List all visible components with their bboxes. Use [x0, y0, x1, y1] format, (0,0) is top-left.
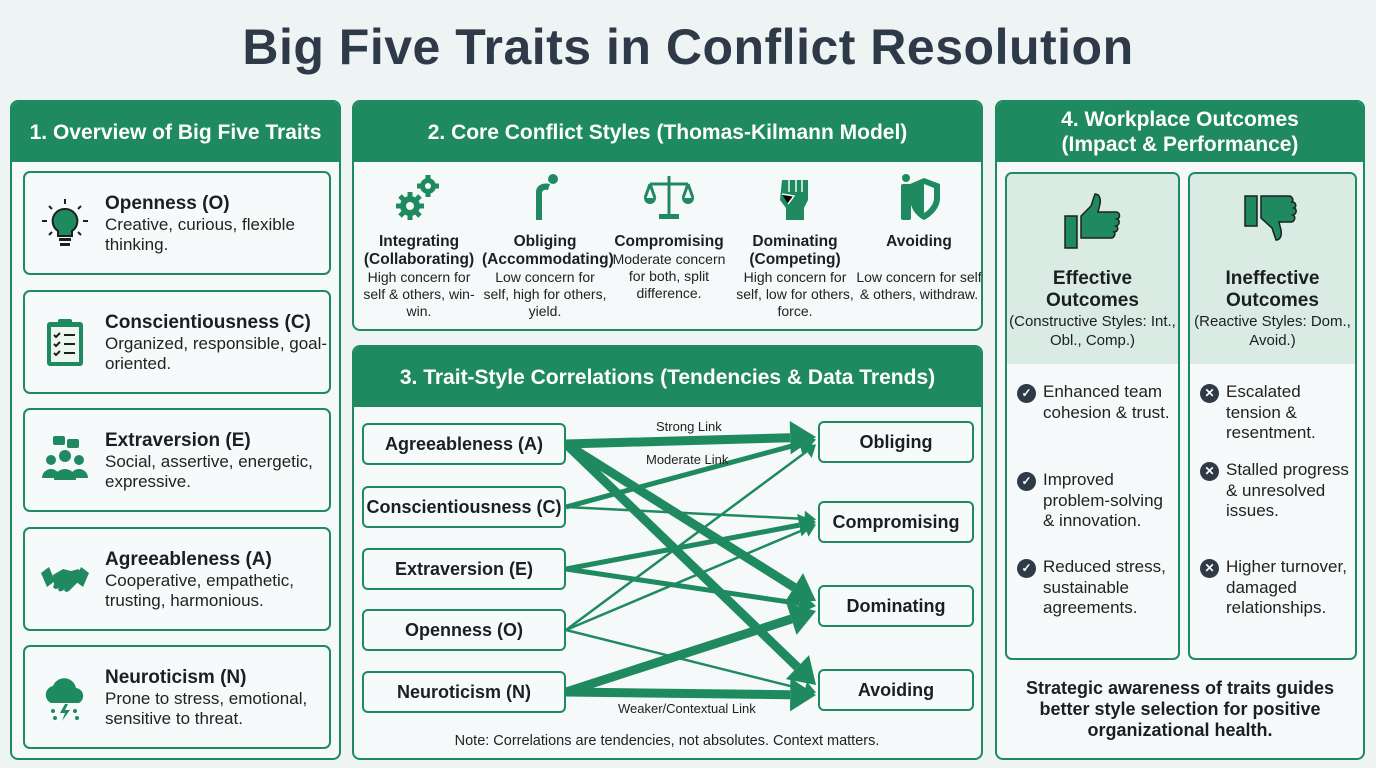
strong-link-label: Strong Link	[656, 419, 722, 434]
style-node-dominating: Dominating	[818, 585, 974, 627]
style-name: Integrating (Collaborating)	[363, 233, 475, 268]
outcome-item: ✕Escalated tension & resentment.	[1200, 382, 1355, 444]
trait-name: Agreeableness (A)	[105, 549, 272, 570]
trait-card-agreeableness: Agreeableness (A) Cooperative, empatheti…	[23, 527, 331, 631]
outcome-item: ✕Higher turnover, damaged relationships.	[1200, 557, 1355, 619]
trait-name: Extraversion (E)	[105, 430, 251, 451]
x-circle-icon: ✕	[1200, 462, 1219, 481]
trait-node-agreeableness: Agreeableness (A)	[362, 423, 566, 465]
panel-header: 4. Workplace Outcomes(Impact & Performan…	[997, 102, 1363, 162]
person-shield-icon	[901, 174, 940, 220]
card-title: Effective Outcomes	[1046, 268, 1139, 311]
panel-header: 1. Overview of Big Five Traits	[12, 102, 339, 162]
moderate-link-label: Moderate Link	[646, 452, 729, 467]
style-obliging: Obliging (Accommodating) Low concern for…	[482, 172, 614, 320]
style-compromising: Compromising Moderate concern for both, …	[606, 172, 732, 302]
storm-cloud-icon	[45, 678, 84, 721]
trait-description: Cooperative, empathetic, trusting, harmo…	[105, 571, 294, 610]
card-subtitle: (Reactive Styles: Dom., Avoid.)	[1194, 313, 1351, 349]
style-integrating: Integrating (Collaborating) High concern…	[356, 172, 482, 320]
effective-outcomes-card: Effective Outcomes (Constructive Styles:…	[1005, 172, 1180, 660]
page-title: Big Five Traits in Conflict Resolution	[242, 19, 1134, 75]
people-chat-icon	[42, 436, 88, 480]
trait-card-extraversion: Extraversion (E) Social, assertive, ener…	[23, 408, 331, 512]
style-name: Dominating (Competing)	[749, 233, 841, 268]
x-circle-icon: ✕	[1200, 384, 1219, 403]
arrow-openness-to-avoiding	[565, 628, 816, 698]
x-circle-icon: ✕	[1200, 559, 1219, 578]
style-name: Obliging (Accommodating)	[482, 233, 614, 268]
arrow-conscientiousness-to-obliging	[565, 432, 816, 510]
scales-icon	[643, 176, 695, 219]
arrow-agreeableness-to-dominating	[563, 440, 816, 602]
panel-trait-overview: 1. Overview of Big Five Traits Openness …	[10, 100, 341, 760]
check-circle-icon: ✓	[1017, 472, 1036, 491]
bowing-person-icon	[536, 174, 558, 220]
panel-header: 3. Trait-Style Correlations (Tendencies …	[354, 347, 981, 407]
header-line-2: (Impact & Performance)	[1061, 133, 1299, 156]
outcome-item: ✓Reduced stress, sustainable agreements.	[1017, 557, 1177, 619]
style-description: Moderate concern for both, split differe…	[612, 251, 726, 301]
card-subtitle: (Constructive Styles: Int., Obl., Comp.)	[1009, 313, 1176, 349]
arrow-neuroticism-to-avoiding	[565, 677, 816, 712]
panel-conflict-styles: 2. Core Conflict Styles (Thomas-Kilmann …	[352, 100, 983, 331]
card-title: Ineffective Outcomes	[1225, 268, 1320, 311]
panel-header: 2. Core Conflict Styles (Thomas-Kilmann …	[354, 102, 981, 162]
trait-name: Neuroticism (N)	[105, 667, 247, 688]
gears-icon	[396, 175, 439, 220]
trait-description: Social, assertive, energetic, expressive…	[105, 452, 313, 491]
style-node-obliging: Obliging	[818, 421, 974, 463]
arrow-openness-to-obliging	[565, 444, 816, 632]
check-circle-icon: ✓	[1017, 384, 1036, 403]
trait-name: Conscientiousness (C)	[105, 312, 311, 333]
trait-description: Organized, responsible, goal-oriented.	[105, 334, 328, 373]
lightbulb-icon	[42, 199, 88, 246]
outcome-item: ✓Enhanced team cohesion & trust.	[1017, 382, 1177, 423]
style-description: Low concern for self, high for others, y…	[483, 269, 607, 319]
style-description: Low concern for self & others, withdraw.	[856, 269, 982, 302]
trait-description: Prone to stress, emotional, sensitive to…	[105, 689, 308, 728]
fist-icon	[780, 180, 808, 220]
style-name: Avoiding	[886, 233, 952, 250]
outcome-item: ✓Improved problem-solving & innovation.	[1017, 470, 1177, 532]
trait-card-openness: Openness (O) Creative, curious, flexible…	[23, 171, 331, 275]
trait-card-conscientiousness: Conscientiousness (C) Organized, respons…	[23, 290, 331, 394]
style-description: High concern for self, low for others, f…	[736, 269, 854, 319]
trait-description: Creative, curious, flexible thinking.	[105, 215, 295, 254]
correlation-arrows	[562, 421, 816, 712]
summary-statement: Strategic awareness of traits guides bet…	[1025, 678, 1335, 740]
panel-trait-style-correlations: 3. Trait-Style Correlations (Tendencies …	[352, 345, 983, 760]
handshake-icon	[41, 567, 89, 592]
outcome-item: ✕Stalled progress & unresolved issues.	[1200, 460, 1355, 522]
correlation-note: Note: Correlations are tendencies, not a…	[454, 733, 880, 749]
style-avoiding: Avoiding Low concern for self & others, …	[856, 172, 982, 303]
style-description: High concern for self & others, win-win.	[363, 269, 475, 319]
arrow-openness-to-compromising	[565, 521, 816, 632]
style-node-avoiding: Avoiding	[818, 669, 974, 711]
thumbs-down-icon	[1243, 195, 1297, 241]
header-line-1: 4. Workplace Outcomes	[1061, 108, 1299, 131]
thumbs-up-icon	[1063, 193, 1120, 249]
trait-card-neuroticism: Neuroticism (N) Prone to stress, emotion…	[23, 645, 331, 749]
weak-link-label: Weaker/Contextual Link	[618, 701, 756, 716]
panel-workplace-outcomes: 4. Workplace Outcomes(Impact & Performan…	[995, 100, 1365, 760]
style-dominating: Dominating (Competing) High concern for …	[732, 172, 858, 320]
trait-node-neuroticism: Neuroticism (N)	[362, 671, 566, 713]
style-node-compromising: Compromising	[818, 501, 974, 543]
trait-node-extraversion: Extraversion (E)	[362, 548, 566, 590]
trait-node-conscientiousness: Conscientiousness (C)	[362, 486, 566, 528]
clipboard-checklist-icon	[47, 319, 83, 366]
trait-name: Openness (O)	[105, 193, 230, 214]
arrow-neuroticism-to-dominating	[564, 603, 816, 697]
ineffective-outcomes-card: Ineffective Outcomes (Reactive Styles: D…	[1188, 172, 1357, 660]
style-name: Compromising	[614, 233, 724, 250]
trait-node-openness: Openness (O)	[362, 609, 566, 651]
check-circle-icon: ✓	[1017, 559, 1036, 578]
